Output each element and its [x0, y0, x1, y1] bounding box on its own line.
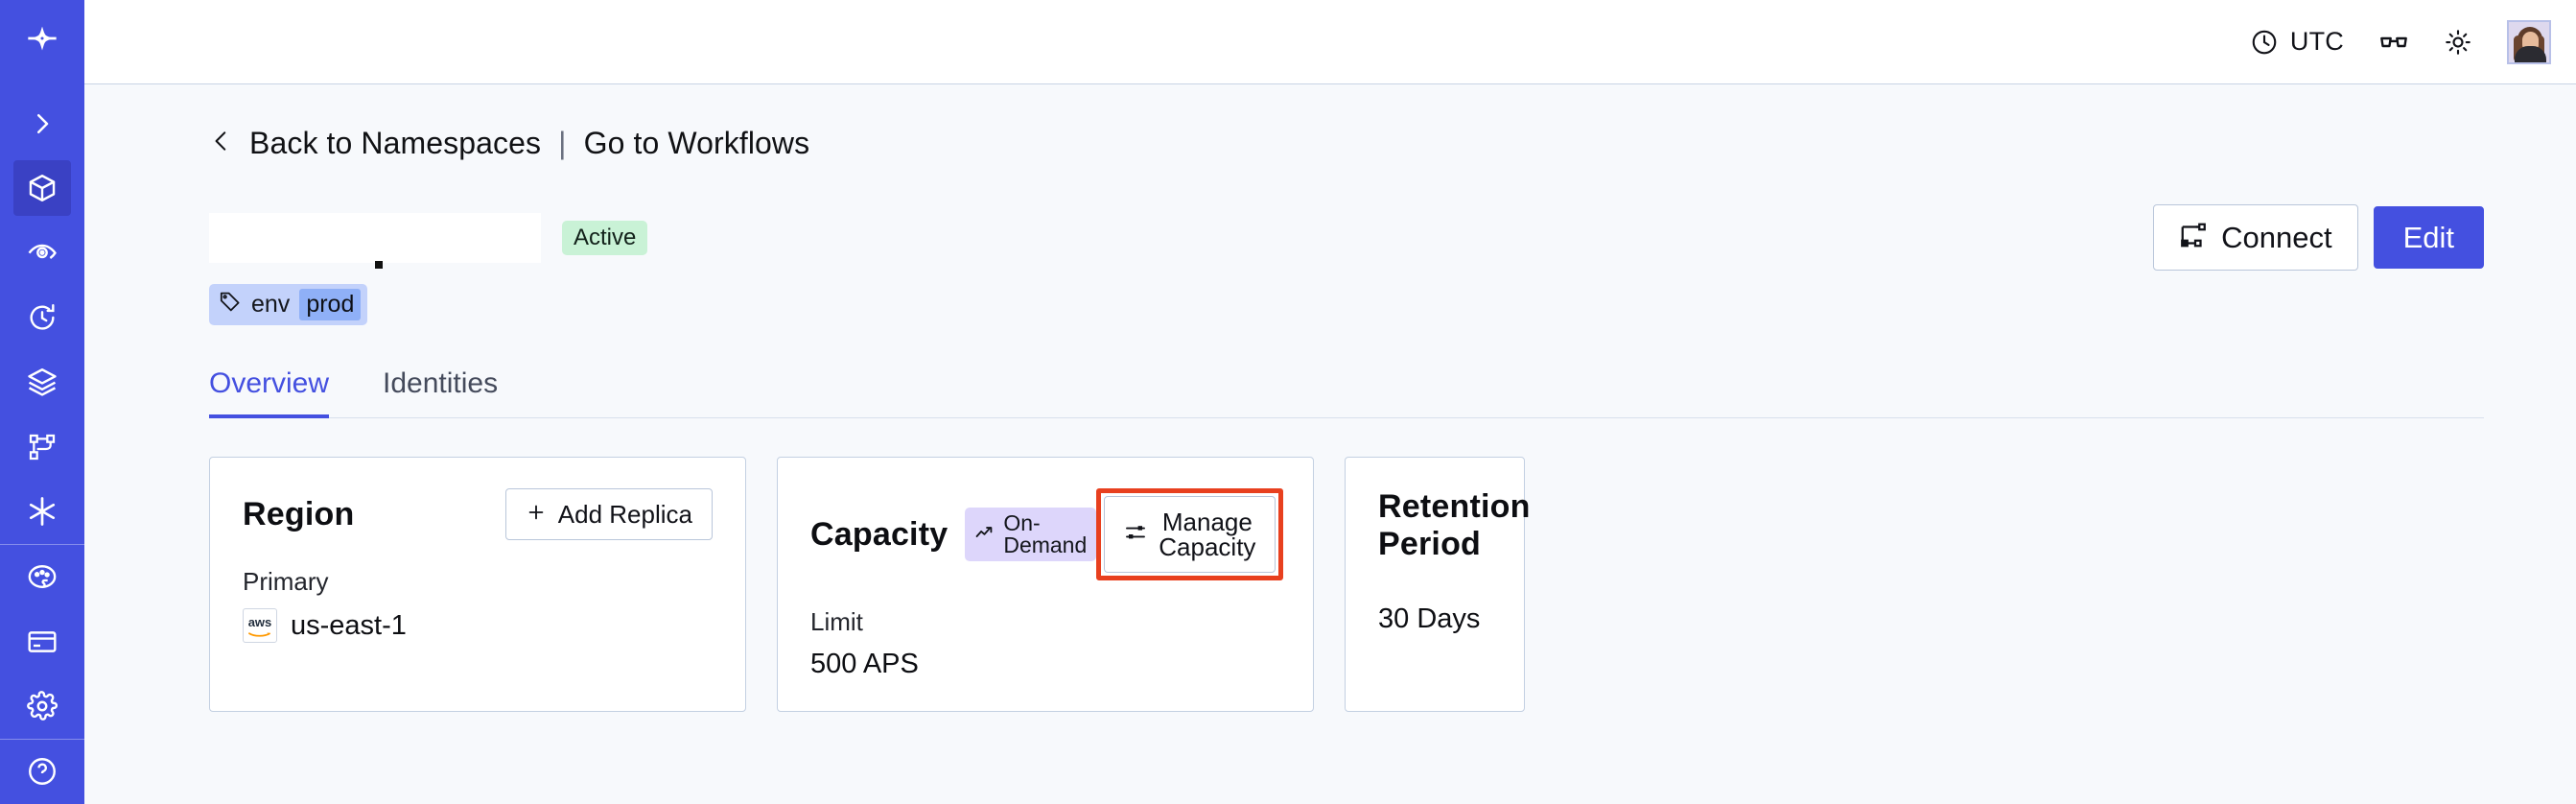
- reading-mode-button[interactable]: [2378, 27, 2409, 58]
- tab-bar: Overview Identities: [209, 367, 2484, 418]
- breadcrumb-separator: |: [558, 126, 567, 160]
- connect-button-label: Connect: [2221, 221, 2332, 254]
- capacity-card-header: Capacity On-Demand: [810, 488, 1284, 580]
- workflows-branch-icon: [13, 419, 71, 475]
- observability-eye-icon: [13, 225, 71, 280]
- connect-flow-icon: [2179, 221, 2208, 254]
- timezone-button[interactable]: UTC: [2250, 27, 2344, 57]
- connect-button[interactable]: Connect: [2153, 204, 2358, 271]
- trending-up-icon: [974, 522, 995, 547]
- namespaces-cube-icon: [13, 160, 71, 217]
- asterisk-icon: [13, 484, 71, 539]
- avatar[interactable]: [2507, 19, 2551, 64]
- avatar-body: [2515, 45, 2546, 62]
- tab-overview[interactable]: Overview: [209, 367, 358, 418]
- region-value: us-east-1: [291, 609, 407, 641]
- expand-sidebar-icon: [13, 96, 71, 152]
- tag-key: env: [251, 291, 291, 318]
- sidebar-item-namespaces[interactable]: [0, 155, 84, 220]
- region-card-title: Region: [243, 495, 355, 532]
- sidebar-divider-2: [0, 738, 84, 740]
- sliders-icon: [1124, 521, 1147, 548]
- capacity-title-group: Capacity On-Demand: [810, 508, 1097, 561]
- add-replica-button[interactable]: Add Replica: [504, 488, 713, 540]
- capacity-card-title: Capacity: [810, 515, 948, 553]
- capacity-limit-label: Limit: [810, 607, 863, 636]
- theme-toggle-button[interactable]: [2444, 28, 2472, 57]
- chevron-left-icon[interactable]: [209, 125, 234, 162]
- edit-button[interactable]: Edit: [2373, 206, 2484, 269]
- sidebar-item-history[interactable]: [0, 285, 84, 349]
- billing-card-icon: [13, 614, 71, 670]
- manage-capacity-highlight: Manage Capacity: [1096, 488, 1284, 580]
- region-value-row: aws us-east-1: [243, 608, 713, 643]
- timezone-label: UTC: [2289, 27, 2344, 56]
- capacity-value: 500 APS: [810, 649, 919, 679]
- help-icon: [13, 744, 71, 799]
- capacity-card: Capacity On-Demand: [777, 457, 1314, 712]
- add-replica-label: Add Replica: [557, 500, 692, 529]
- tag-chip[interactable]: env prod: [209, 284, 368, 325]
- sidebar-logo[interactable]: [0, 0, 84, 91]
- retention-card-title: Retention Period: [1378, 488, 1531, 562]
- on-demand-badge: On-Demand: [965, 508, 1097, 561]
- tag-icon: [219, 290, 242, 319]
- overview-cards: Region Add Replica Primary: [209, 457, 2484, 712]
- namespace-header: Active: [209, 204, 2484, 271]
- status-badge: Active: [562, 220, 648, 255]
- namespace-actions: Connect Edit: [2153, 204, 2484, 271]
- topbar-actions: UTC: [2250, 19, 2551, 64]
- aws-logo-text: aws: [247, 615, 272, 629]
- sun-icon: [2444, 28, 2472, 57]
- breadcrumb-back-link[interactable]: Back to Namespaces: [249, 126, 542, 160]
- main-area: UTC: [84, 0, 2576, 804]
- tab-identities[interactable]: Identities: [383, 367, 499, 399]
- region-primary-label: Primary: [243, 567, 329, 596]
- sidebar-item-workflows[interactable]: [0, 414, 84, 479]
- content-area: Back to Namespaces | Go to Workflows Act…: [84, 84, 2576, 804]
- namespace-title-group: Active: [209, 212, 648, 269]
- history-clock-icon: [13, 290, 71, 345]
- sidebar: [0, 0, 84, 804]
- plus-icon: [526, 502, 547, 527]
- retention-value: 30 Days: [1378, 603, 1481, 634]
- breadcrumb-workflows-link[interactable]: Go to Workflows: [583, 126, 810, 160]
- sidebar-item-appearance[interactable]: [0, 545, 84, 609]
- sidebar-item-layers[interactable]: [0, 350, 84, 414]
- page-title: [209, 212, 541, 269]
- sidebar-item-help[interactable]: [0, 740, 84, 804]
- sidebar-divider-1: [0, 543, 84, 545]
- retention-card: Retention Period 30 Days: [1345, 457, 1530, 712]
- breadcrumb: Back to Namespaces | Go to Workflows: [209, 125, 2484, 162]
- sidebar-item-settings[interactable]: [0, 674, 84, 738]
- logo-icon: [13, 18, 71, 74]
- palette-icon: [13, 549, 71, 604]
- sidebar-item-expand[interactable]: [0, 91, 84, 155]
- region-card: Region Add Replica Primary: [209, 457, 746, 712]
- topbar: UTC: [84, 0, 2576, 84]
- glasses-icon: [2378, 27, 2409, 58]
- region-card-header: Region Add Replica: [243, 488, 713, 540]
- manage-capacity-label: Manage Capacity: [1159, 508, 1256, 561]
- on-demand-badge-label: On-Demand: [1003, 510, 1088, 557]
- sidebar-item-billing[interactable]: [0, 609, 84, 674]
- settings-gear-icon: [13, 678, 71, 734]
- tag-value: prod: [299, 289, 362, 320]
- sidebar-item-observability[interactable]: [0, 221, 84, 285]
- clock-icon: [2250, 28, 2279, 57]
- retention-card-header: Retention Period: [1378, 488, 1530, 563]
- aws-logo: aws: [243, 608, 277, 643]
- manage-capacity-button[interactable]: Manage Capacity: [1104, 496, 1276, 573]
- sidebar-item-all[interactable]: [0, 479, 84, 543]
- namespace-tags: env prod: [209, 284, 2484, 325]
- avatar-hair-left: [2514, 35, 2522, 62]
- layers-icon: [13, 354, 71, 410]
